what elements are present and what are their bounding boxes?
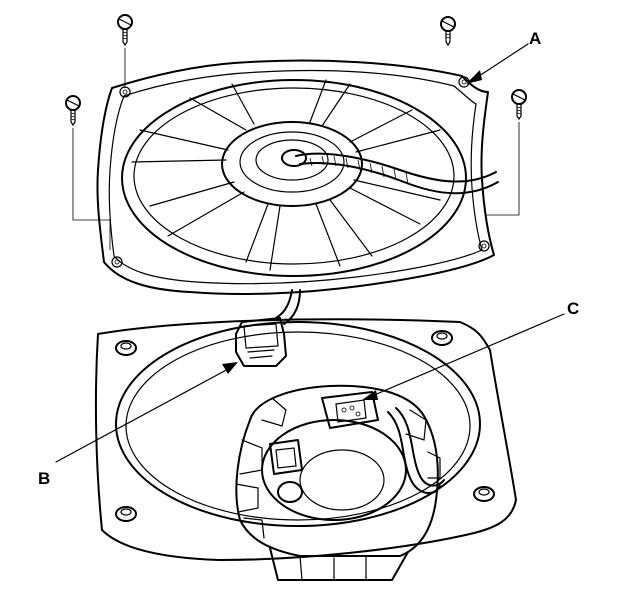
mount-boss-tr <box>431 330 453 346</box>
callout-c-leader <box>371 313 565 397</box>
mount-boss-bl <box>115 506 137 522</box>
mount-boss-br <box>473 486 495 502</box>
speaker-wire <box>295 152 499 195</box>
callout-b-leader <box>55 367 231 463</box>
callout-a-arrowhead <box>466 70 482 84</box>
screw-left-leader <box>72 128 111 250</box>
callout-a-leader <box>475 43 529 79</box>
callout-c-arrowhead <box>362 390 378 400</box>
wire-harness-connector <box>235 317 287 367</box>
screw-left <box>65 95 81 127</box>
speaker-cover-plate <box>96 59 495 295</box>
screw-top-left <box>117 14 133 47</box>
speaker-well <box>115 321 481 527</box>
callout-c-label: C <box>567 299 579 318</box>
speaker-cone <box>121 79 467 277</box>
screw-right-leader <box>485 122 520 216</box>
mount-base-plate <box>94 318 517 561</box>
fuel-pump-module <box>235 384 445 581</box>
callout-a-label: A <box>529 29 541 48</box>
mount-boss-tl <box>115 340 137 356</box>
callout-b-arrowhead <box>222 362 238 374</box>
screw-top-right <box>440 16 456 47</box>
callout-b-label: B <box>38 469 50 488</box>
screw-right <box>511 89 527 121</box>
